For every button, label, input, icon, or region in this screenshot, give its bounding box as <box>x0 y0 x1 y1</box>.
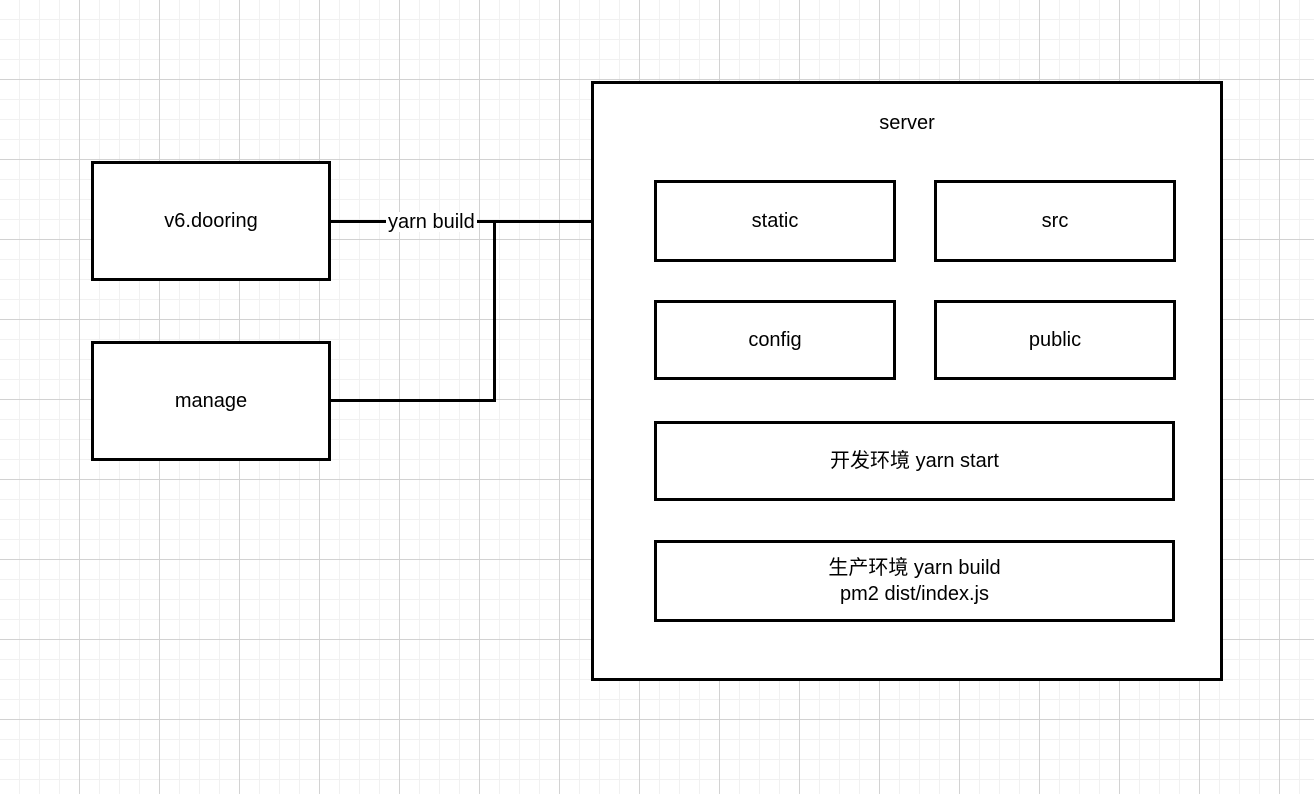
node-manage-label: manage <box>174 389 248 412</box>
edge-segment-vertical-join <box>493 220 496 402</box>
node-src-label: src <box>1041 209 1069 232</box>
node-v6-dooring-label: v6.dooring <box>164 209 258 232</box>
edge-segment-to-server <box>493 220 645 223</box>
node-manage[interactable]: manage <box>91 341 331 461</box>
node-static-label: static <box>751 209 799 232</box>
node-config-label: config <box>748 328 802 351</box>
node-src[interactable]: src <box>934 180 1176 262</box>
edge-segment-manage-horizontal <box>331 399 496 402</box>
node-static[interactable]: static <box>654 180 896 262</box>
node-prod-environment[interactable]: 生产环境 yarn build pm2 dist/index.js <box>654 540 1175 622</box>
node-dev-environment[interactable]: 开发环境 yarn start <box>654 421 1175 501</box>
node-dev-environment-label: 开发环境 yarn start <box>830 449 999 472</box>
node-prod-environment-label: 生产环境 yarn build pm2 dist/index.js <box>828 556 1001 605</box>
node-public[interactable]: public <box>934 300 1176 380</box>
node-public-label: public <box>1028 328 1082 351</box>
node-config[interactable]: config <box>654 300 896 380</box>
edge-label-yarn-build: yarn build <box>386 211 477 233</box>
node-v6-dooring[interactable]: v6.dooring <box>91 161 331 281</box>
container-server-title: server <box>879 112 935 134</box>
